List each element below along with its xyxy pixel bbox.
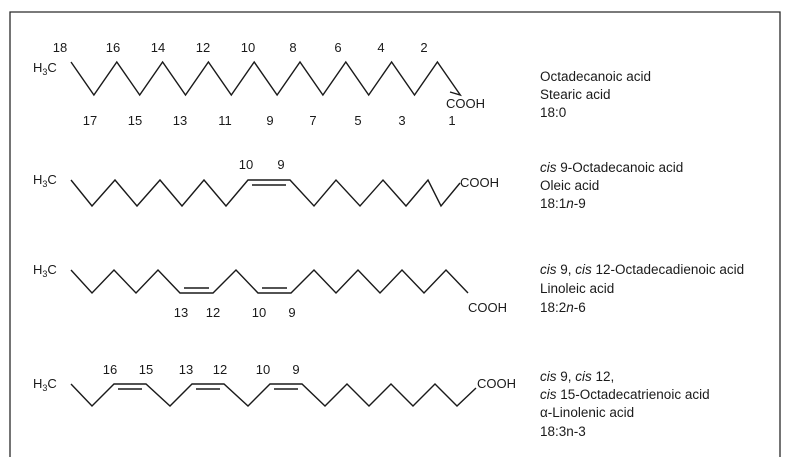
stearic-carbon-number: 13 xyxy=(173,113,187,128)
alpha-linolenic-systematic-name-2: cis 15-Octadecatrienoic acid xyxy=(540,387,710,402)
linoleic-db-number: 12 xyxy=(206,305,220,320)
stearic-carbon-number: 5 xyxy=(354,113,361,128)
alpha-linolenic-db-number: 9 xyxy=(292,362,299,377)
label-layer: H3C COOH 18 16 14 12 10 8 6 4 2 17 15 13 11 9 7 5 3 1 Octade… xyxy=(33,40,744,439)
stearic-carbon-number: 11 xyxy=(218,113,232,128)
figure-border xyxy=(9,11,781,457)
bond-layer xyxy=(70,60,477,408)
stearic-systematic-name: Octadecanoic acid xyxy=(540,69,651,84)
linoleic-chain xyxy=(70,268,469,295)
alpha-linolenic-db-number: 12 xyxy=(213,362,227,377)
alpha-linolenic-db-number: 13 xyxy=(179,362,193,377)
linoleic-h3c-label: H3C xyxy=(33,262,57,279)
alpha-linolenic-systematic-name-1: cis 9, cis 12, xyxy=(540,369,614,384)
stearic-carbon-number: 10 xyxy=(241,40,255,55)
stearic-carbon-number: 3 xyxy=(398,113,405,128)
stearic-carbon-number: 9 xyxy=(266,113,273,128)
stearic-h3c-label: H3C xyxy=(33,60,57,77)
oleic-notation: 18:1n-9 xyxy=(540,196,586,211)
oleic-cooh-label: COOH xyxy=(460,175,499,190)
stearic-cooh-label: COOH xyxy=(446,96,485,111)
stearic-carbon-number: 1 xyxy=(448,113,455,128)
oleic-systematic-name: cis 9-Octadecanoic acid xyxy=(540,160,683,175)
stearic-carbon-number: 6 xyxy=(334,40,341,55)
stearic-carbon-number: 12 xyxy=(196,40,210,55)
alpha-linolenic-notation: 18:3n-3 xyxy=(540,424,586,439)
linoleic-db-number: 13 xyxy=(174,305,188,320)
alpha-linolenic-h3c-label: H3C xyxy=(33,376,57,393)
linoleic-cooh-label: COOH xyxy=(468,300,507,315)
linoleic-notation: 18:2n-6 xyxy=(540,300,586,315)
stearic-carbon-number: 7 xyxy=(309,113,316,128)
oleic-chain xyxy=(70,178,461,208)
linoleic-db-number: 9 xyxy=(288,305,295,320)
linoleic-db-number: 10 xyxy=(252,305,266,320)
stearic-carbon-number: 14 xyxy=(151,40,165,55)
oleic-db-number: 9 xyxy=(277,157,284,172)
oleic-h3c-label: H3C xyxy=(33,172,57,189)
linoleic-systematic-name: cis 9, cis 12-Octadecadienoic acid xyxy=(540,262,744,277)
alpha-linolenic-cooh-label: COOH xyxy=(477,376,516,391)
stearic-carbon-number: 17 xyxy=(83,113,97,128)
linoleic-common-name: Linoleic acid xyxy=(540,281,614,296)
alpha-linolenic-chain xyxy=(70,383,477,408)
stearic-carbon-number: 15 xyxy=(128,113,142,128)
alpha-linolenic-common-name: α-Linolenic acid xyxy=(540,405,634,420)
alpha-linolenic-db-number: 16 xyxy=(103,362,117,377)
stearic-carbon-number: 16 xyxy=(106,40,120,55)
alpha-linolenic-db-number: 15 xyxy=(139,362,153,377)
stearic-common-name: Stearic acid xyxy=(540,87,611,102)
stearic-notation: 18:0 xyxy=(540,105,566,120)
oleic-common-name: Oleic acid xyxy=(540,178,599,193)
stearic-carbon-number: 8 xyxy=(289,40,296,55)
stearic-carbon-number: 18 xyxy=(53,40,67,55)
stearic-chain xyxy=(70,60,463,97)
stearic-carbon-number: 4 xyxy=(377,40,384,55)
oleic-db-number: 10 xyxy=(239,157,253,172)
alpha-linolenic-db-number: 10 xyxy=(256,362,270,377)
stearic-carbon-number: 2 xyxy=(420,40,427,55)
